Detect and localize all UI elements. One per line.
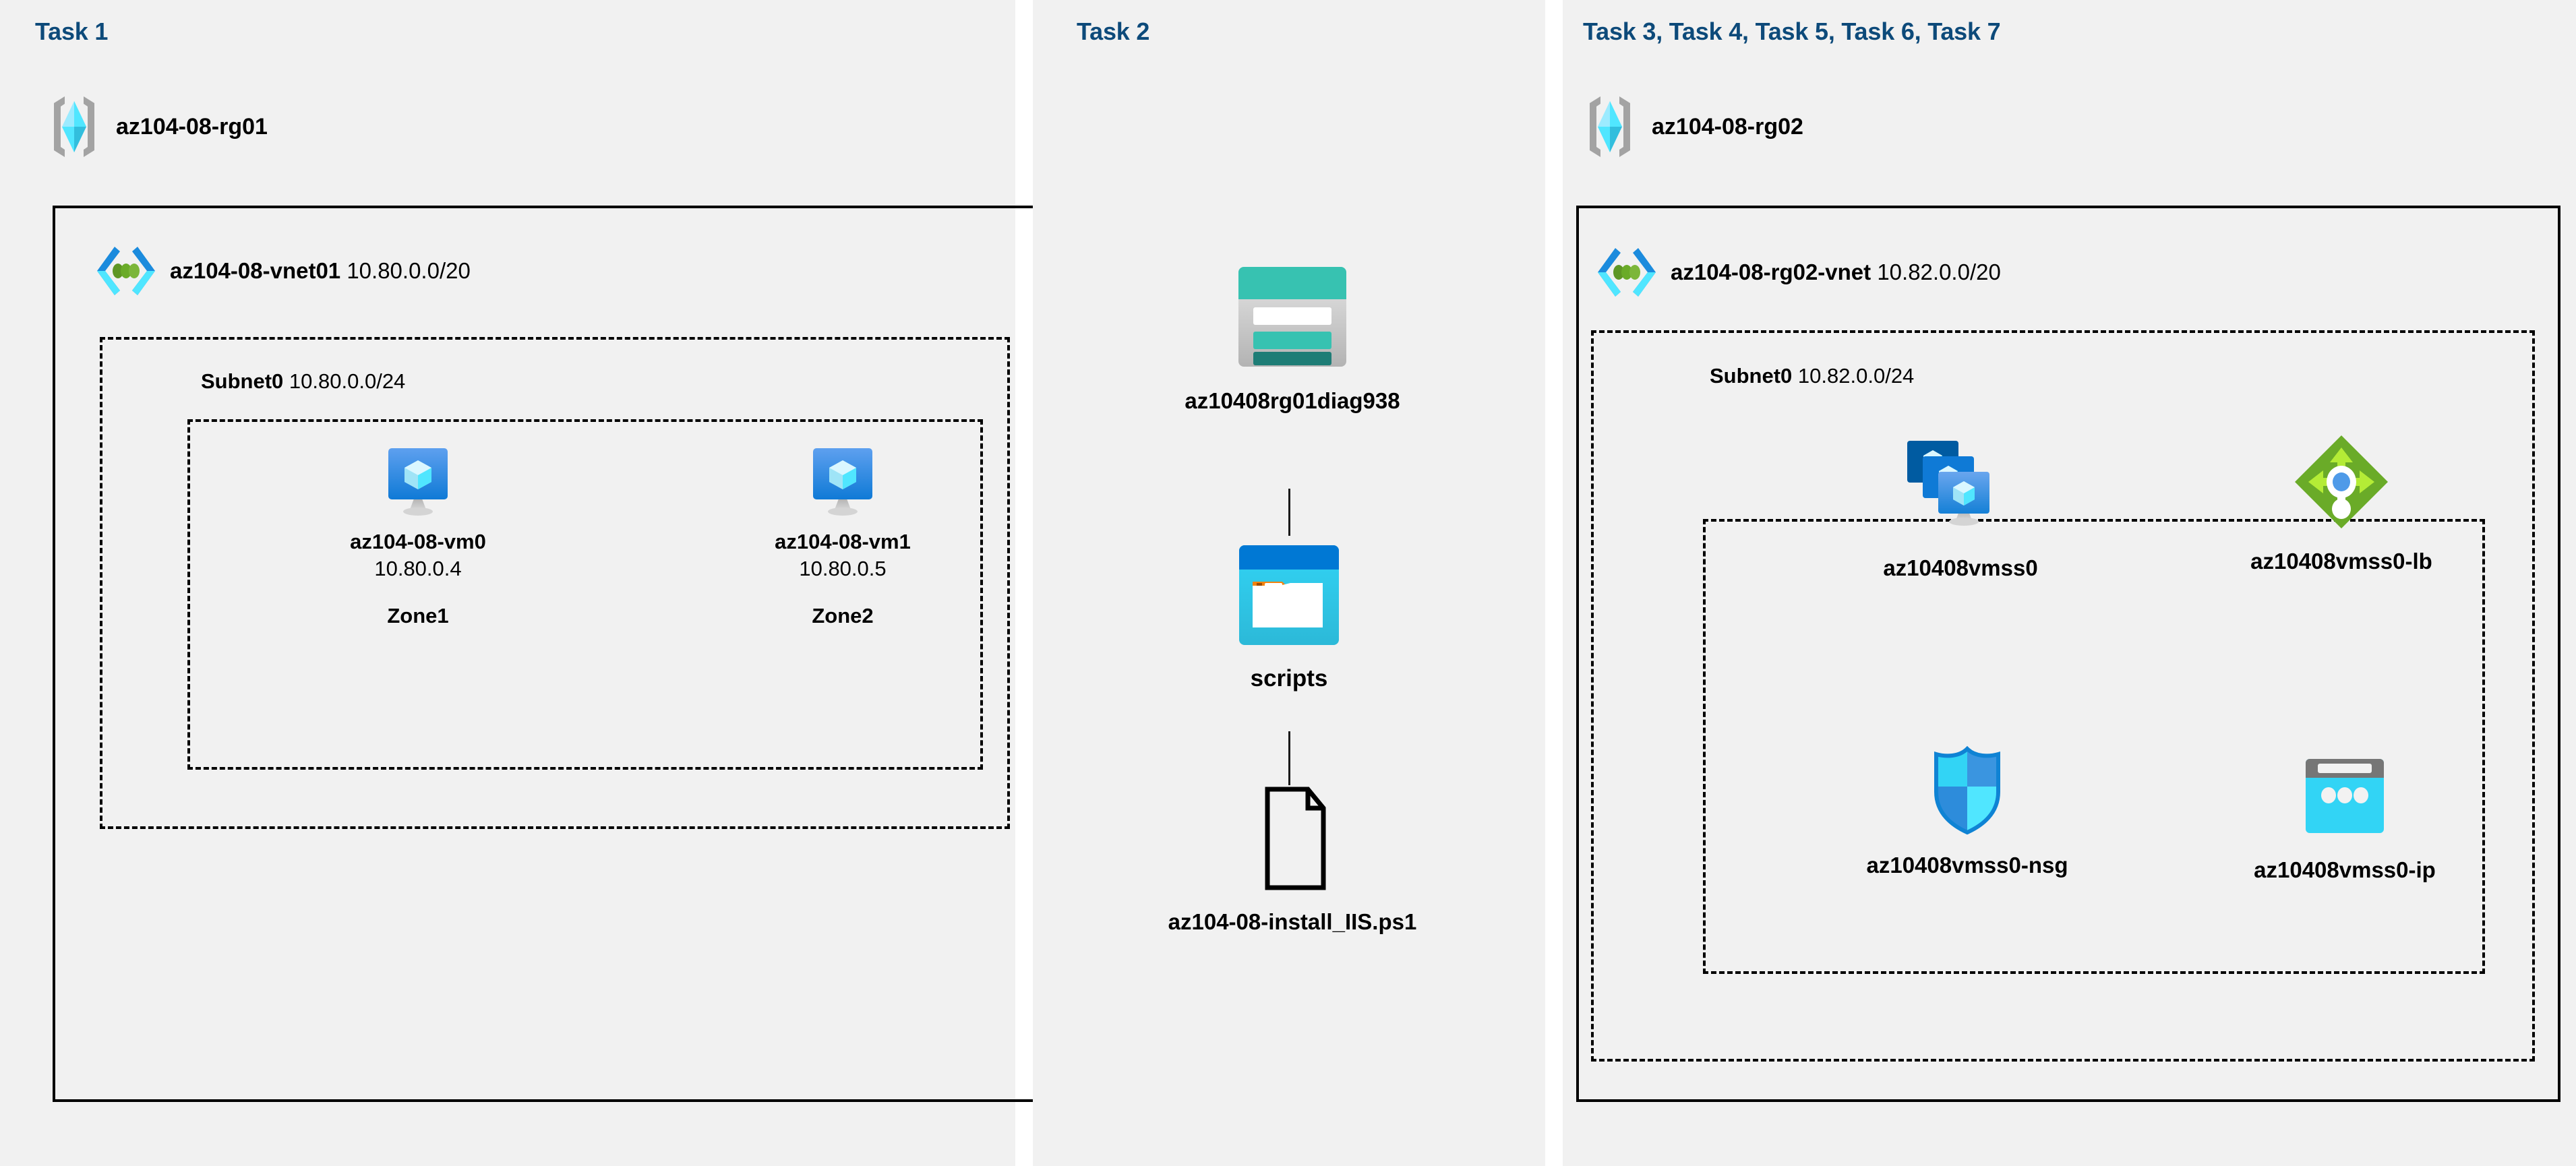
subnet-name: Subnet0	[1710, 364, 1793, 388]
task-1-heading: Task 1	[35, 18, 109, 45]
vnet-cidr: 10.82.0.0/20	[1877, 259, 2001, 284]
connector-container-to-file	[1288, 731, 1290, 785]
vmss-name: az10408vmss0	[1883, 555, 2038, 580]
storage-account-name: az10408rg01diag938	[1185, 388, 1400, 413]
vm-zone: Zone2	[812, 604, 874, 627]
virtual-network-icon	[1595, 244, 1658, 301]
virtual-machine-icon	[805, 445, 880, 519]
task-3-to-7-heading: Task 3, Task 4, Task 5, Task 6, Task 7	[1583, 18, 2001, 45]
subnet-label-subnet0: Subnet0 10.80.0.0/24	[201, 369, 405, 394]
vm-ip: 10.80.0.4	[374, 557, 462, 580]
resource-group-rg01: az104-08-rg01	[47, 94, 268, 159]
connector-storage-to-container	[1288, 489, 1290, 536]
vnet-label-vnet01: az104-08-vnet01 10.80.0.0/20	[170, 258, 471, 284]
vm-node-az104-08-vm1[interactable]: az104-08-vm1 10.80.0.5 Zone2	[721, 445, 964, 628]
vnet-box-rg02-vnet	[1576, 206, 2560, 1102]
resource-group-icon	[47, 94, 101, 159]
vnet-cidr: 10.80.0.0/20	[347, 258, 471, 283]
panel-task-2: Task 2 az10408rg01diag938	[1033, 0, 1545, 1166]
nsg-node[interactable]: az10408vmss0-nsg	[1832, 745, 2102, 878]
subnet-cidr: 10.82.0.0/24	[1797, 364, 1915, 388]
resource-group-icon	[1583, 94, 1637, 159]
public-ip-node[interactable]: az10408vmss0-ip	[2210, 755, 2480, 883]
vnet-header-vnet01: az104-08-vnet01 10.80.0.0/20	[94, 243, 471, 299]
panel-task-1: Task 1 az104-08-rg01	[0, 0, 1468, 1166]
public-ip-address-icon	[2296, 755, 2393, 841]
task-2-heading: Task 2	[1077, 18, 1150, 45]
resource-group-name: az104-08-rg02	[1652, 113, 1803, 140]
vm-zone: Zone1	[387, 604, 449, 627]
subnet-name: Subnet0	[201, 369, 284, 393]
vm-name: az104-08-vm0	[350, 530, 486, 553]
blob-container-icon	[1235, 543, 1343, 650]
file-name: az104-08-install_IIS.ps1	[1168, 909, 1417, 934]
vm-ip: 10.80.0.5	[799, 557, 887, 580]
virtual-network-icon	[94, 243, 158, 299]
network-security-group-icon	[1927, 745, 2008, 836]
load-balancer-node[interactable]: az10408vmss0-lb	[2200, 431, 2483, 574]
load-balancer-icon	[2291, 431, 2392, 532]
vnet-label-rg02-vnet: az104-08-rg02-vnet 10.82.0.0/20	[1671, 259, 2001, 285]
vm-scale-set-icon	[1903, 437, 2018, 538]
vmss-node[interactable]: az10408vmss0	[1826, 437, 2095, 581]
nsg-name: az10408vmss0-nsg	[1866, 853, 2068, 878]
panel-task-3-7: Task 3, Task 4, Task 5, Task 6, Task 7 a…	[1563, 0, 2576, 1166]
vnet-name: az104-08-vnet01	[170, 258, 341, 283]
file-icon	[1245, 785, 1340, 893]
vnet-name: az104-08-rg02-vnet	[1671, 259, 1871, 284]
resources-box	[1703, 519, 2485, 974]
blob-container-node[interactable]: scripts	[1188, 543, 1390, 692]
vm-name: az104-08-vm1	[775, 530, 911, 553]
container-name: scripts	[1250, 665, 1328, 692]
zones-box	[187, 419, 983, 770]
virtual-machine-icon	[380, 445, 456, 519]
subnet-cidr: 10.80.0.0/24	[289, 369, 406, 393]
resource-group-rg02: az104-08-rg02	[1583, 94, 1803, 159]
subnet-label-subnet0: Subnet0 10.82.0.0/24	[1710, 364, 1914, 388]
subnet-box-subnet0	[1591, 330, 2535, 1062]
public-ip-name: az10408vmss0-ip	[2254, 857, 2436, 882]
vm-node-az104-08-vm0[interactable]: az104-08-vm0 10.80.0.4 Zone1	[297, 445, 539, 628]
vnet-header-rg02-vnet: az104-08-rg02-vnet 10.82.0.0/20	[1595, 244, 2001, 301]
script-file-node[interactable]: az104-08-install_IIS.ps1	[1120, 785, 1464, 935]
storage-account-icon	[1230, 263, 1354, 371]
resource-group-name: az104-08-rg01	[116, 113, 268, 140]
subnet-box-subnet0	[100, 337, 1010, 829]
storage-account-node[interactable]: az10408rg01diag938	[1134, 263, 1451, 414]
load-balancer-name: az10408vmss0-lb	[2250, 549, 2432, 574]
